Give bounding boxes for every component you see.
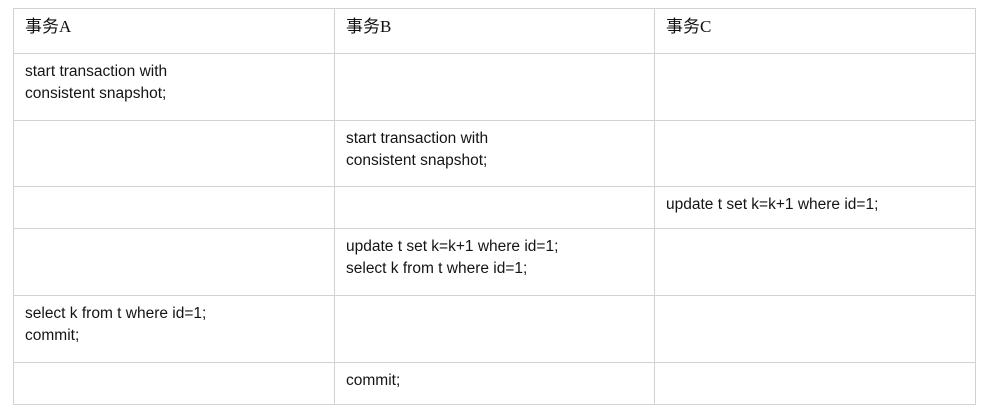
cell-a-2 bbox=[13, 120, 335, 187]
table-row: select k from t where id=1; commit; bbox=[13, 295, 976, 363]
table-row: commit; bbox=[13, 362, 976, 405]
cell-b-5 bbox=[334, 295, 655, 363]
cell-c-2 bbox=[654, 120, 976, 187]
cell-c-6 bbox=[654, 362, 976, 405]
table-row: update t set k=k+1 where id=1; select k … bbox=[13, 228, 976, 296]
cell-c-1 bbox=[654, 53, 976, 121]
cell-a-1: start transaction with consistent snapsh… bbox=[13, 53, 335, 121]
cell-b-2: start transaction with consistent snapsh… bbox=[334, 120, 655, 187]
table-header: 事务A 事务B 事务C bbox=[13, 8, 976, 54]
table-body: start transaction with consistent snapsh… bbox=[13, 53, 976, 405]
table-row: update t set k=k+1 where id=1; bbox=[13, 186, 976, 229]
column-header-transaction-b: 事务B bbox=[334, 8, 655, 54]
cell-b-1 bbox=[334, 53, 655, 121]
column-header-transaction-c: 事务C bbox=[654, 8, 976, 54]
cell-a-5: select k from t where id=1; commit; bbox=[13, 295, 335, 363]
table-row: start transaction with consistent snapsh… bbox=[13, 120, 976, 187]
cell-a-3 bbox=[13, 186, 335, 229]
cell-a-6 bbox=[13, 362, 335, 405]
column-header-transaction-a: 事务A bbox=[13, 8, 335, 54]
table-header-row: 事务A 事务B 事务C bbox=[13, 8, 976, 54]
transaction-timeline-table-container: 事务A 事务B 事务C start transaction with consi… bbox=[13, 8, 976, 405]
transaction-timeline-table: 事务A 事务B 事务C start transaction with consi… bbox=[13, 8, 976, 405]
cell-b-4: update t set k=k+1 where id=1; select k … bbox=[334, 228, 655, 296]
table-row: start transaction with consistent snapsh… bbox=[13, 53, 976, 121]
cell-a-4 bbox=[13, 228, 335, 296]
cell-c-3: update t set k=k+1 where id=1; bbox=[654, 186, 976, 229]
cell-b-6: commit; bbox=[334, 362, 655, 405]
cell-c-5 bbox=[654, 295, 976, 363]
cell-c-4 bbox=[654, 228, 976, 296]
cell-b-3 bbox=[334, 186, 655, 229]
